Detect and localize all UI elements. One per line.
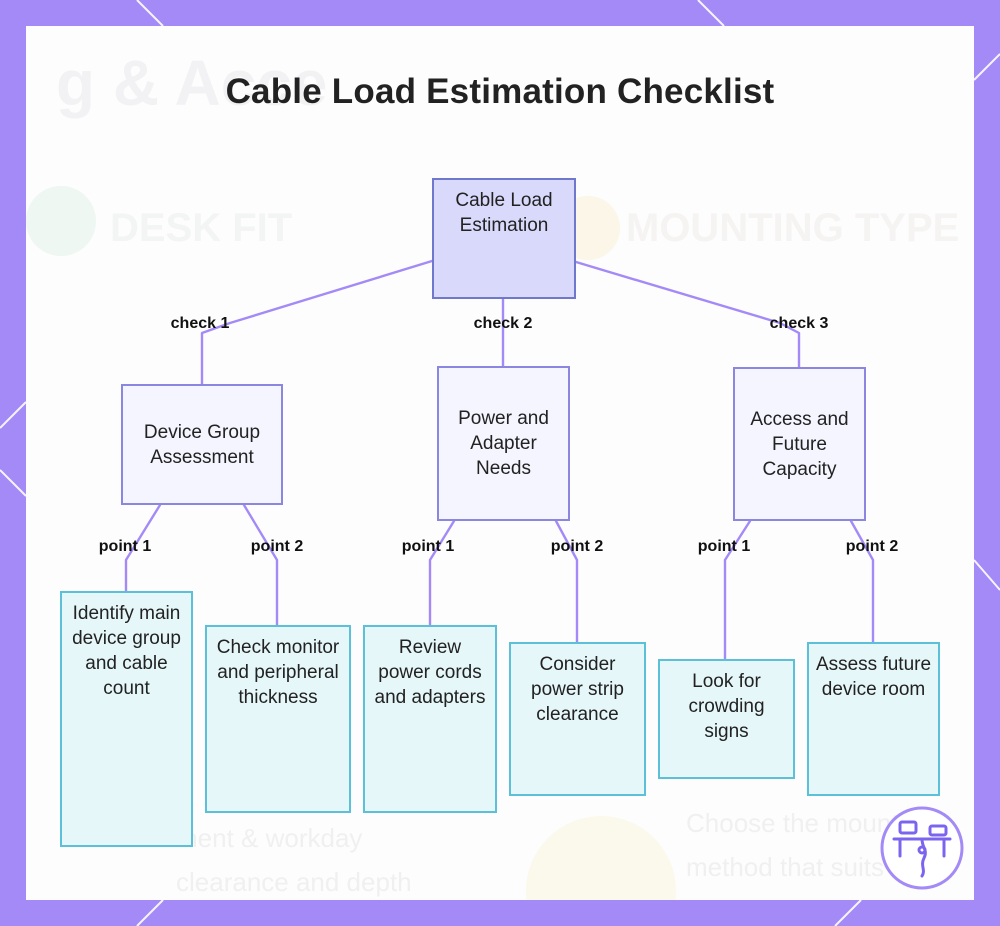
node-label: Cable Load Estimation [455,190,553,236]
node-review-power-cords: Review power cords and adapters [363,625,497,813]
node-label: Identify main device group and cable cou… [72,603,181,699]
edge-label-check-2-point-2: point 2 [550,538,604,555]
node-cable-load-estimation: Cable Load Estimation [432,178,576,299]
node-label: Look for crowding signs [688,671,765,742]
diagram-title: Cable Load Estimation Checklist [225,72,775,111]
node-consider-power-strip: Consider power strip clearance [509,642,646,796]
node-check-monitor-thickness: Check monitor and peripheral thickness [205,625,351,813]
node-label: Check monitor and peripheral thickness [216,637,340,708]
ghost-background-text: g & Acce [56,47,328,119]
node-look-for-crowding: Look for crowding signs [658,659,795,779]
edge-label-check-1: check 1 [170,315,230,332]
node-label: Access and Future Capacity [750,408,849,480]
node-label: Device Group Assessment [143,421,261,468]
ghost-circle-green [26,186,96,256]
node-label: Consider power strip clearance [531,654,624,725]
node-label: Review power cords and adapters [374,637,486,708]
edge-check-3-point-2 [849,519,875,644]
edge-label-check-1-point-2: point 2 [250,538,304,555]
ghost-desk-fit: DESK FIT [110,206,293,250]
edge-root-check-1 [200,259,434,386]
edge-label-check-3-point-1: point 1 [697,538,751,555]
edge-label-check-2: check 2 [473,315,533,332]
ghost-mounting-type: MOUNTING TYPE [626,206,960,250]
node-label: Assess future device room [815,654,932,700]
edge-label-check-1-point-1: point 1 [98,538,152,555]
edge-check-1-point-1 [124,503,162,593]
edge-label-check-2-point-1: point 1 [401,538,455,555]
edge-check-1-point-2 [242,503,279,627]
edge-check-3-point-1 [723,519,752,661]
edge-root-check-3 [574,260,801,369]
node-label: Power and Adapter Needs [458,408,549,479]
node-power-and-adapter-needs: Power and Adapter Needs [437,366,570,521]
edge-check-2-point-2 [554,519,579,644]
edge-check-2-point-1 [428,519,456,627]
edge-label-check-3: check 3 [769,315,829,332]
node-access-and-future-capacity: Access and Future Capacity [733,367,866,521]
node-identify-main-device-group: Identify main device group and cable cou… [60,591,193,847]
node-device-group-assessment: Device Group Assessment [121,384,283,505]
edge-label-check-3-point-2: point 2 [845,538,899,555]
node-assess-future-room: Assess future device room [807,642,940,796]
desk-cable-logo-icon [880,806,964,890]
